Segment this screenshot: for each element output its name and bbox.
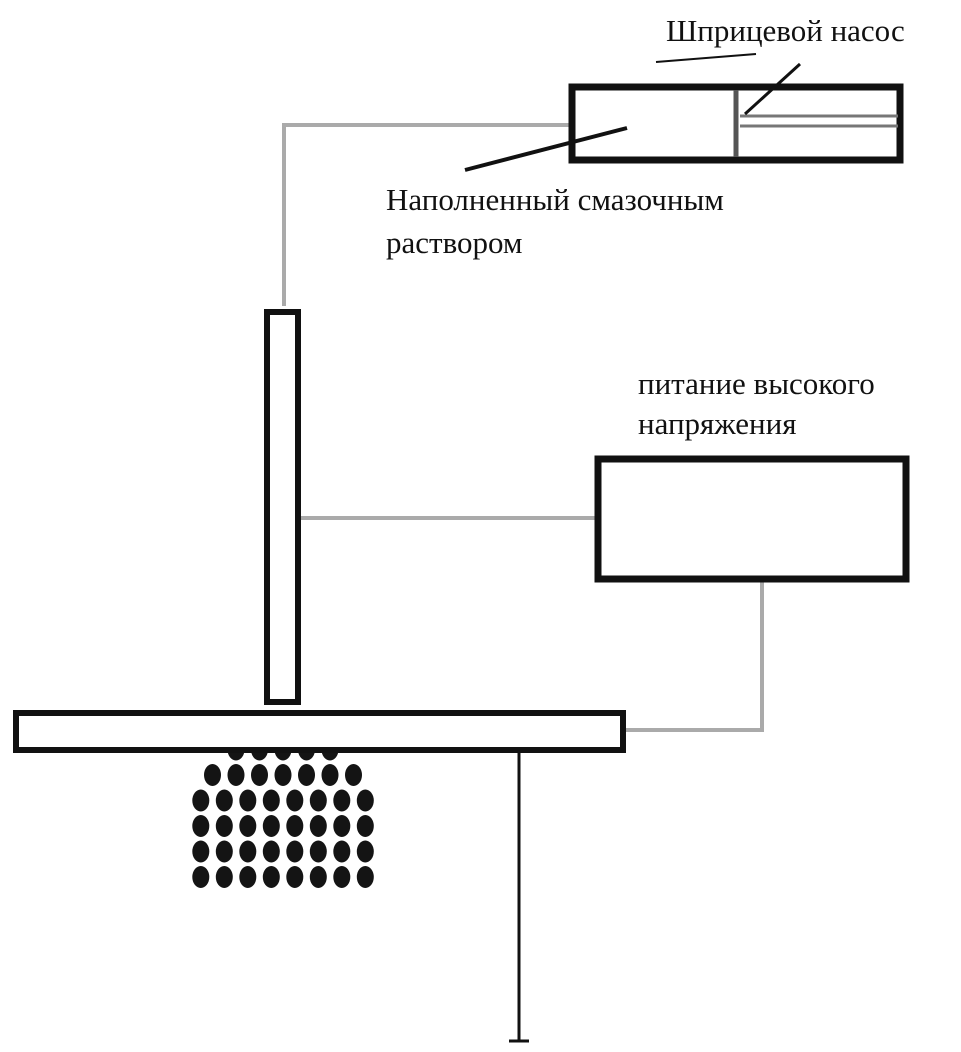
droplet bbox=[309, 789, 327, 812]
droplet bbox=[204, 764, 221, 786]
droplet bbox=[286, 815, 304, 837]
droplet bbox=[251, 764, 268, 786]
droplet bbox=[286, 866, 304, 888]
droplet bbox=[333, 815, 351, 837]
collector-plate bbox=[13, 710, 626, 753]
droplet bbox=[192, 866, 210, 888]
pump-label-leader bbox=[743, 62, 802, 116]
droplet bbox=[215, 789, 233, 812]
droplet bbox=[298, 764, 315, 786]
droplet bbox=[286, 789, 304, 812]
droplet bbox=[345, 764, 362, 786]
solution-label-line2: раствором bbox=[386, 225, 523, 260]
droplet bbox=[356, 789, 374, 812]
droplet bbox=[333, 866, 351, 888]
syringe-pump-label: Шприцевой насос bbox=[666, 13, 905, 48]
droplet bbox=[192, 840, 210, 863]
droplet bbox=[262, 815, 280, 837]
droplet bbox=[192, 815, 210, 837]
pump-label-tick bbox=[655, 53, 757, 63]
leader-lines bbox=[464, 53, 802, 172]
droplet bbox=[274, 764, 292, 786]
connection-lines bbox=[282, 123, 764, 732]
supply-to-collector-wire bbox=[626, 582, 764, 732]
high-voltage-supply-box bbox=[594, 455, 910, 583]
high-voltage-label-line2: напряжения bbox=[638, 406, 797, 441]
droplet bbox=[356, 840, 374, 863]
droplet bbox=[239, 840, 257, 863]
droplet bbox=[333, 789, 351, 812]
needle bbox=[264, 309, 301, 705]
droplet bbox=[239, 789, 257, 812]
droplet bbox=[262, 866, 280, 888]
droplet bbox=[286, 840, 304, 863]
droplet bbox=[227, 764, 245, 786]
syringe-pump bbox=[568, 83, 904, 164]
droplet bbox=[321, 764, 339, 786]
droplet bbox=[333, 840, 351, 863]
droplet bbox=[262, 789, 280, 812]
droplet bbox=[356, 815, 374, 837]
droplet bbox=[262, 840, 280, 863]
droplet bbox=[215, 866, 233, 888]
high-voltage-label-line1: питание высокого bbox=[638, 366, 875, 401]
solution-label-leader bbox=[464, 126, 628, 172]
droplet bbox=[309, 815, 327, 837]
feed-tube bbox=[282, 123, 572, 306]
droplet bbox=[309, 840, 327, 863]
droplet bbox=[239, 866, 257, 888]
droplet bbox=[215, 840, 233, 863]
droplet bbox=[239, 815, 257, 837]
droplet bbox=[356, 866, 374, 888]
droplet bbox=[309, 866, 327, 888]
ground-icon bbox=[509, 752, 529, 1043]
droplet bbox=[192, 789, 210, 812]
droplet bbox=[215, 815, 233, 837]
solution-label-line1: Наполненный смазочным bbox=[386, 182, 724, 217]
